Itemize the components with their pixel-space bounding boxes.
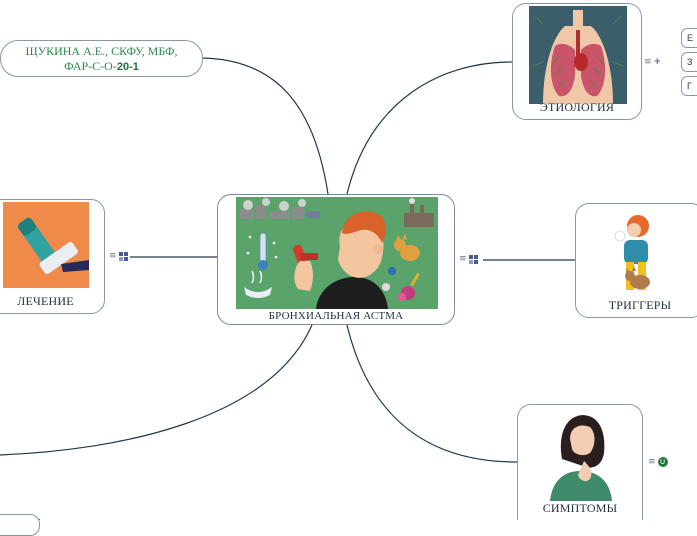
center-left-controls[interactable]: ≡: [109, 252, 128, 261]
etiology-child-2[interactable]: З: [681, 52, 697, 72]
connection-lines: [0, 57, 575, 520]
inhaler-icon: [3, 202, 89, 288]
center-node[interactable]: БРОНХИАЛЬНАЯ АСТМА: [217, 194, 455, 325]
etiology-node[interactable]: ЭТИОЛОГИЯ: [512, 3, 642, 120]
symptoms-node[interactable]: СИМПТОМЫ: [517, 404, 643, 520]
treatment-node-label: ЛЕЧЕНИЕ: [17, 294, 74, 308]
woman-coughing-icon: [550, 415, 612, 501]
etiology-controls[interactable]: ≡ +: [644, 57, 661, 67]
triggers-node[interactable]: ТРИГГЕРЫ: [575, 203, 697, 318]
author-line1: ЩУКИНА А.Е., СКФУ, МБФ,: [25, 44, 178, 58]
subtopics-grid-icon[interactable]: [118, 252, 128, 261]
symptoms-node-label: СИМПТОМЫ: [542, 501, 618, 515]
author-line2: ФАР-С-О-20-1: [64, 59, 139, 73]
author-group-number: 20-1: [116, 61, 139, 73]
drag-handle-icon[interactable]: ≡: [644, 56, 652, 67]
drag-handle-icon[interactable]: ≡: [109, 251, 117, 261]
girl-sneezing-with-cat-icon: [614, 215, 650, 290]
subtopics-grid-icon[interactable]: [468, 255, 478, 264]
user-badge-icon[interactable]: U: [657, 457, 668, 467]
etiology-child-1-label: Е: [687, 33, 694, 43]
etiology-child-3[interactable]: Г: [681, 76, 697, 96]
center-node-label: БРОНХИАЛЬНАЯ АСТМА: [268, 310, 404, 322]
drag-handle-icon[interactable]: ≡: [648, 456, 656, 467]
center-right-controls[interactable]: ≡: [459, 255, 478, 264]
lungs-anatomy-icon: [529, 6, 627, 104]
etiology-child-1[interactable]: Е: [681, 28, 697, 48]
author-node[interactable]: ЩУКИНА А.Е., СКФУ, МБФ, ФАР-С-О-20-1: [0, 40, 203, 77]
partial-node-bottom-left[interactable]: [0, 514, 40, 536]
etiology-node-label: ЭТИОЛОГИЯ: [539, 100, 615, 114]
collapse-plus-icon[interactable]: +: [653, 57, 662, 67]
treatment-node[interactable]: ЛЕЧЕНИЕ: [0, 199, 105, 314]
etiology-child-2-label: З: [687, 57, 693, 67]
triggers-node-label: ТРИГГЕРЫ: [608, 298, 672, 312]
asthma-patient-with-inhaler-icon: [236, 197, 438, 309]
drag-handle-icon[interactable]: ≡: [459, 254, 467, 264]
symptoms-controls[interactable]: ≡ U: [648, 457, 668, 467]
etiology-child-3-label: Г: [687, 81, 692, 91]
